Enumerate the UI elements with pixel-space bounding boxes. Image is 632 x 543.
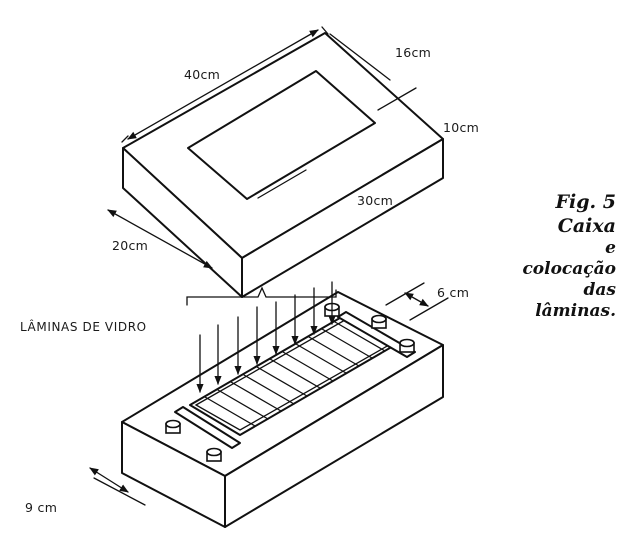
dim-line-40cm xyxy=(127,29,319,140)
caption-line-3: e xyxy=(605,238,616,258)
peg-right xyxy=(371,314,387,329)
support-rails xyxy=(174,311,416,449)
glass-bracket xyxy=(186,286,337,306)
label-16cm: 16cm xyxy=(395,45,431,60)
label-30cm: 30cm xyxy=(357,193,393,208)
bottom-box-right-face xyxy=(224,344,444,528)
label-40cm: 40cm xyxy=(184,67,220,82)
bottom-box: LÂMINAS DE VIDRO 6 cm 9 cm xyxy=(20,281,469,528)
figure-caption: Fig. 5 Caixa e colocação das lâminas. xyxy=(480,190,616,322)
caption-line-5: das xyxy=(583,280,616,300)
caption-line-6: lâminas. xyxy=(535,301,616,321)
glass-laminas xyxy=(204,321,386,427)
peg-left xyxy=(165,419,181,434)
dim-line-20cm xyxy=(107,209,213,269)
label-glass-laminas: LÂMINAS DE VIDRO xyxy=(20,319,147,334)
peg-right-front xyxy=(399,338,415,353)
dim-line-6cm xyxy=(404,292,429,307)
glass-arrows xyxy=(196,281,336,393)
top-box-right-face xyxy=(241,138,444,298)
label-10cm: 10cm xyxy=(443,120,479,135)
dim-line-9cm xyxy=(89,467,129,493)
label-20cm: 20cm xyxy=(112,238,148,253)
label-6cm: 6 cm xyxy=(437,285,469,300)
caption-line-1: Fig. 5 xyxy=(555,191,616,213)
caption-line-4: colocação xyxy=(522,259,616,279)
caption-line-2: Caixa xyxy=(557,215,616,237)
label-9cm: 9 cm xyxy=(25,500,57,515)
top-box: 40cm 16cm 10cm 20cm 30cm xyxy=(107,26,479,298)
peg-front xyxy=(206,447,222,462)
